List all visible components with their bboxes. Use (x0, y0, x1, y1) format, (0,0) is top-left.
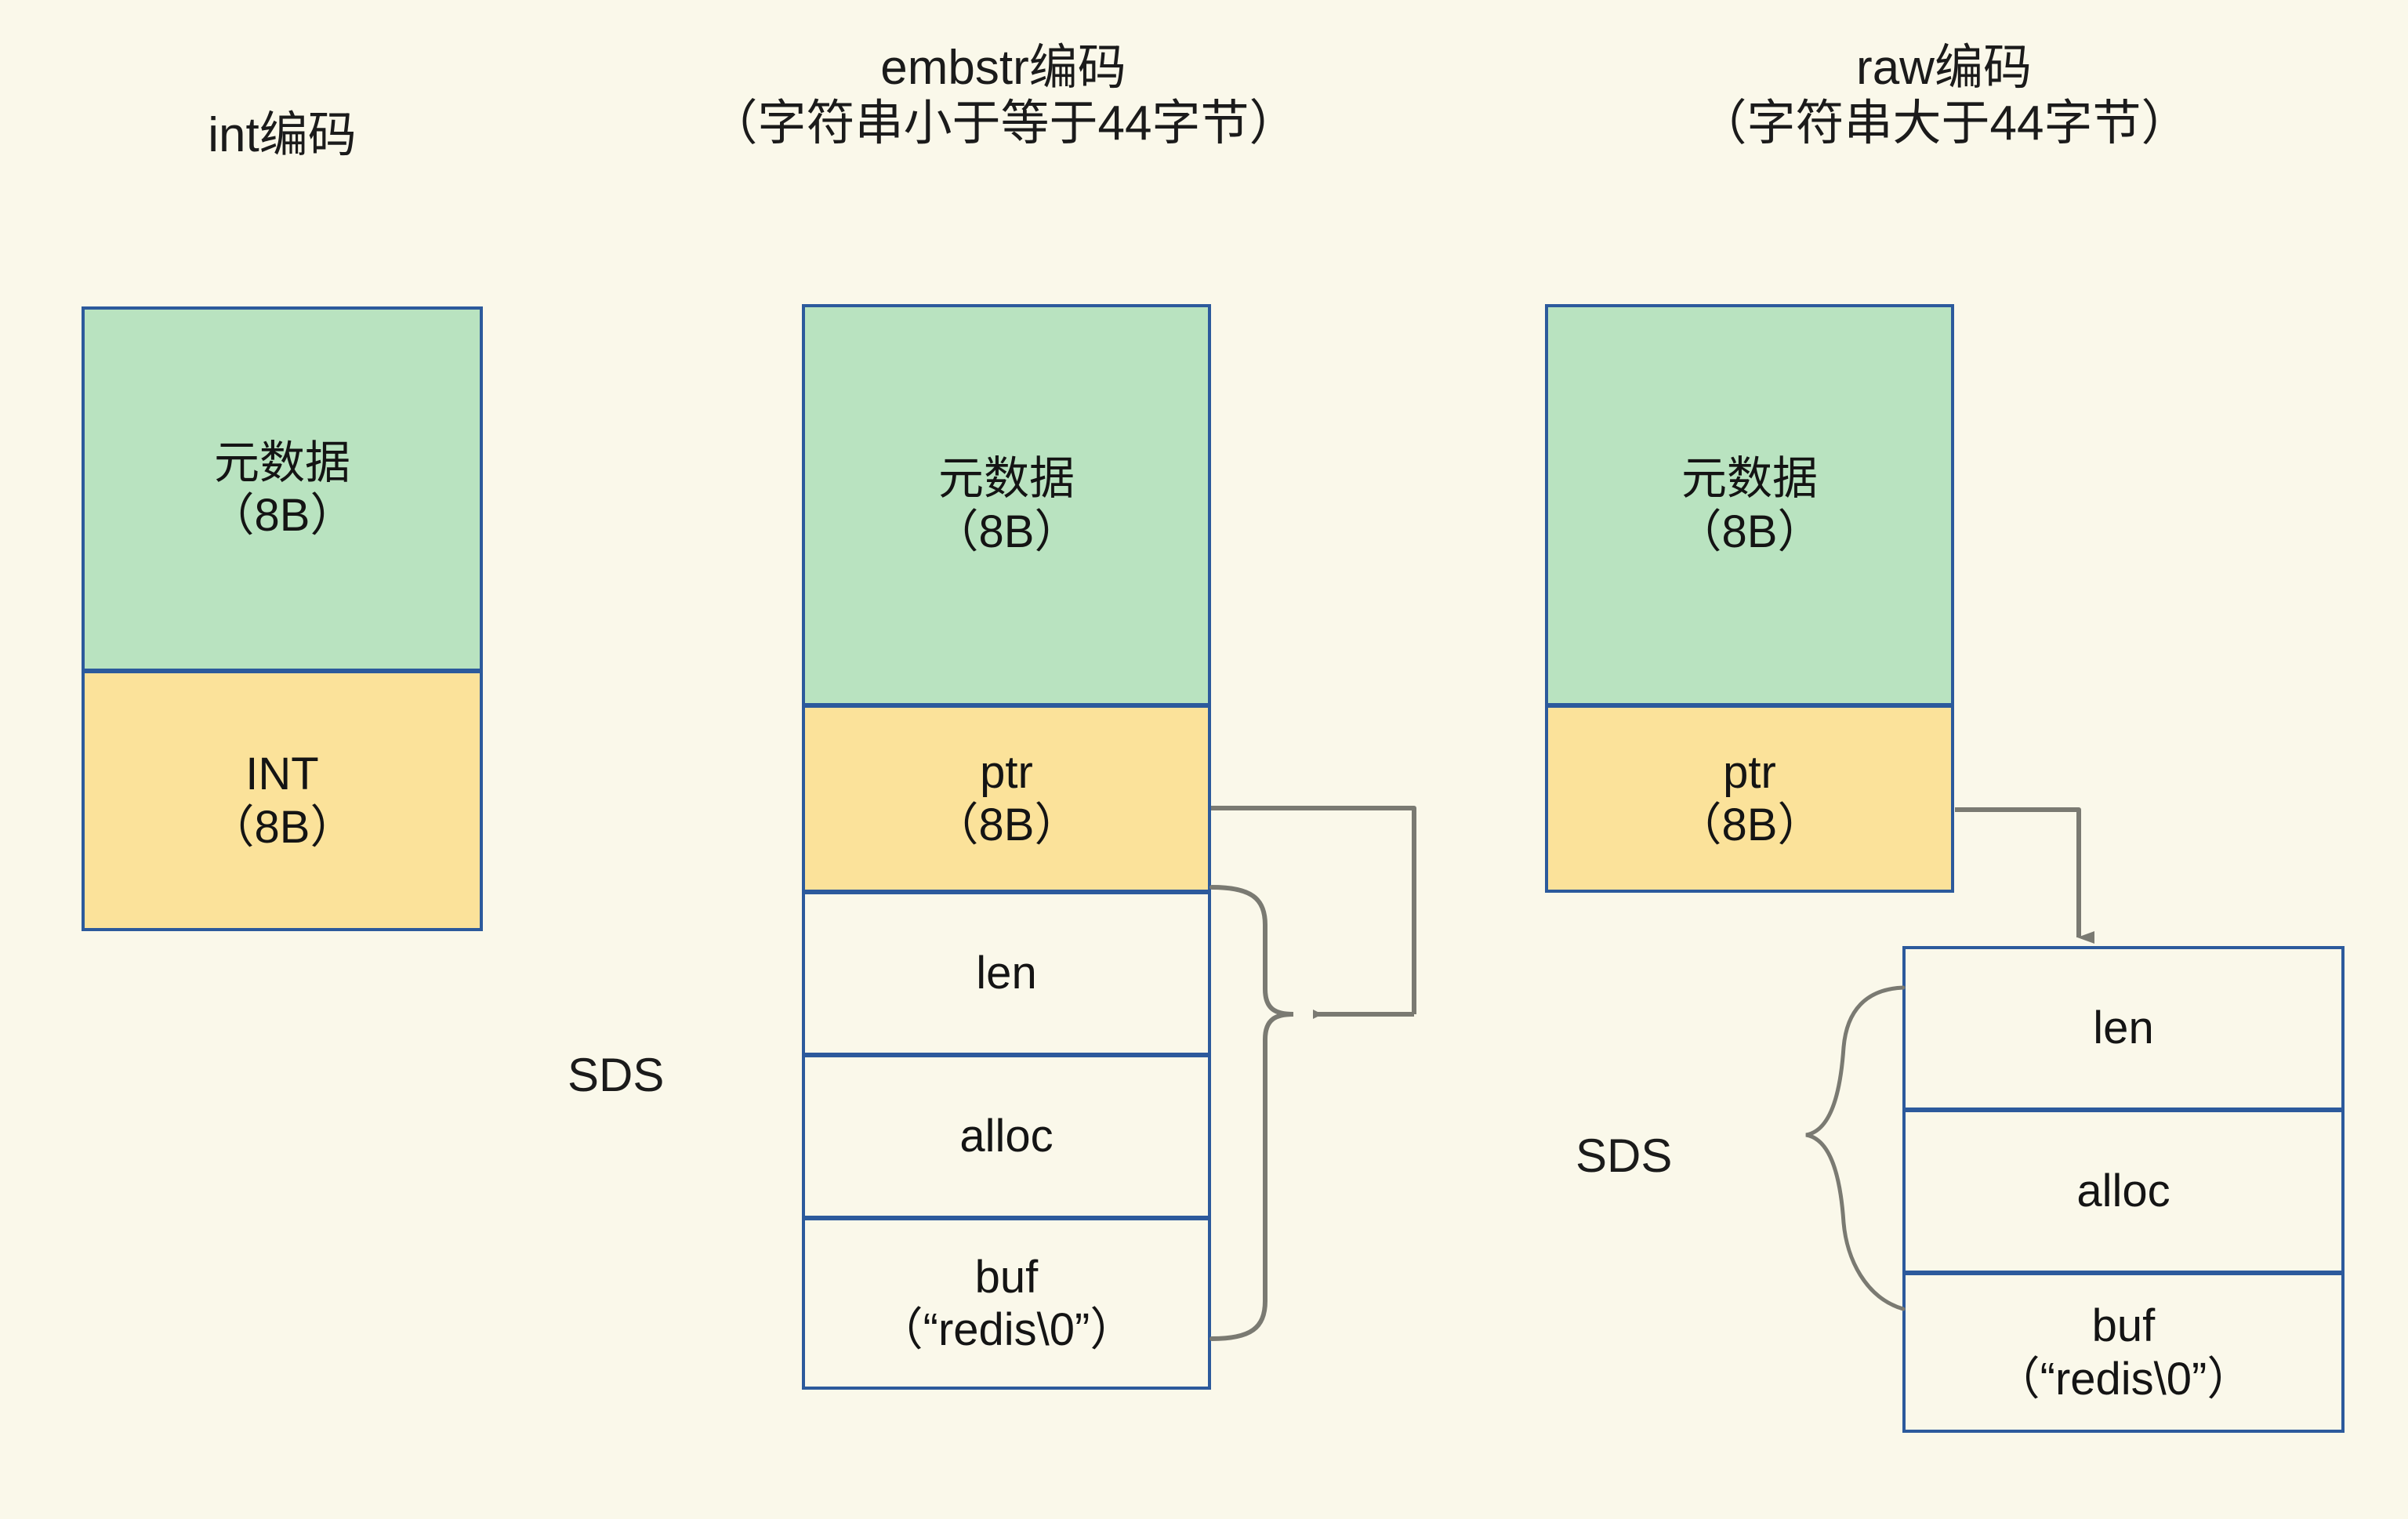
int-metadata-cell: 元数据 （8B） (82, 306, 483, 672)
raw-sds-len-cell: len (1902, 946, 2345, 1111)
embstr-sds-label: SDS (568, 1049, 665, 1101)
raw-ptr-wire (1955, 807, 2094, 944)
raw-sds-brace (1805, 985, 1906, 1311)
embstr-sds-brace (1209, 885, 1294, 1341)
embstr-metadata-cell: 元数据 （8B） (802, 304, 1211, 706)
int-value-cell: INT （8B） (82, 670, 483, 931)
heading-embstr-encoding: embstr编码 （字符串小于等于44字节） (709, 41, 1298, 150)
embstr-ptr-cell: ptr （8B） (802, 705, 1211, 893)
embstr-sds-len-cell: len (802, 891, 1211, 1056)
raw-sds-buf-cell: buf （“redis\0”） (1902, 1272, 2345, 1433)
heading-int-encoding: int编码 (208, 108, 357, 162)
embstr-sds-alloc-cell: alloc (802, 1054, 1211, 1219)
embstr-ptr-wire (1211, 806, 1416, 1019)
embstr-sds-buf-cell: buf （“redis\0”） (802, 1217, 1211, 1390)
raw-metadata-cell: 元数据 （8B） (1545, 304, 1954, 706)
heading-raw-encoding: raw编码 （字符串大于44字节） (1698, 41, 2190, 150)
raw-sds-label: SDS (1576, 1129, 1673, 1182)
raw-ptr-cell: ptr （8B） (1545, 705, 1954, 893)
raw-sds-alloc-cell: alloc (1902, 1109, 2345, 1274)
